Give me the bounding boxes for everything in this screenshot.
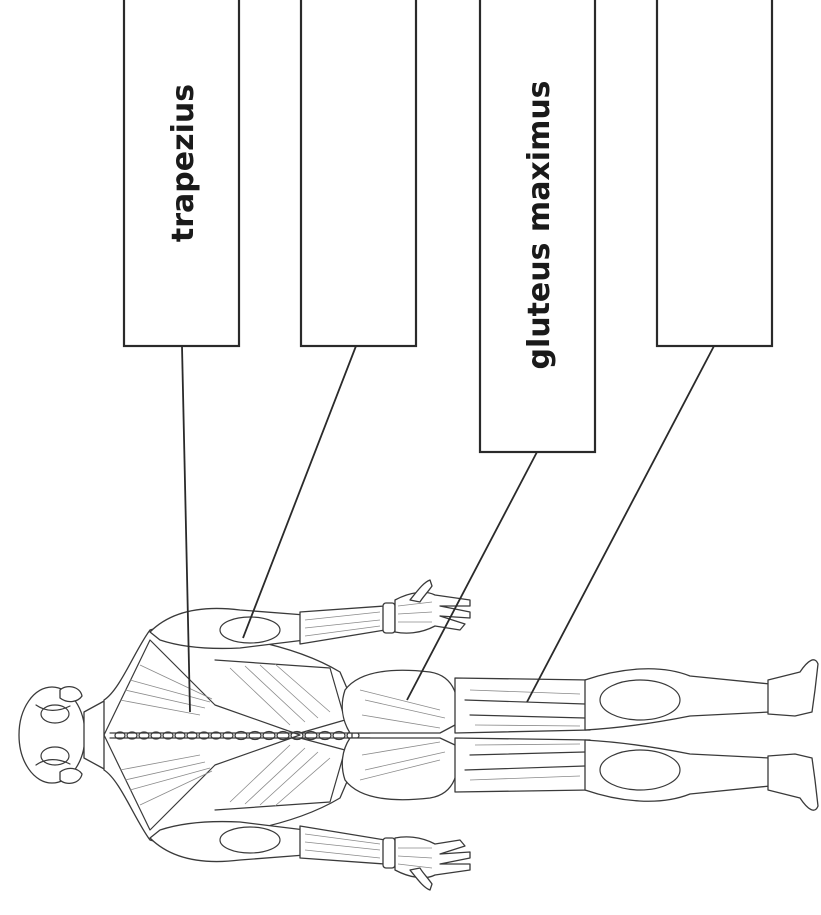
hand-bottom	[395, 837, 470, 878]
gluteus-bottom	[342, 738, 457, 800]
human-body-back-view	[19, 580, 818, 890]
upper-arm-bottom	[150, 822, 305, 862]
leader-line-3	[407, 452, 537, 700]
label-box-3-text: gluteus maximus	[522, 80, 557, 369]
thigh-bottom	[455, 738, 590, 792]
calf-bottom	[585, 740, 770, 801]
leader-line-2	[243, 346, 356, 638]
calf-top	[585, 669, 770, 730]
label-box-1-text: trapezius	[166, 84, 201, 242]
label-box-4[interactable]	[657, 0, 772, 346]
hand-top	[395, 592, 470, 633]
gluteus-top	[342, 670, 457, 733]
label-box-3[interactable]: gluteus maximus	[480, 0, 595, 452]
label-box-1[interactable]: trapezius	[124, 0, 239, 346]
label-box-2[interactable]	[301, 0, 416, 346]
foot-bottom	[768, 754, 818, 810]
head	[19, 687, 85, 784]
foot-top	[768, 660, 818, 716]
upper-arm-top	[150, 608, 305, 648]
